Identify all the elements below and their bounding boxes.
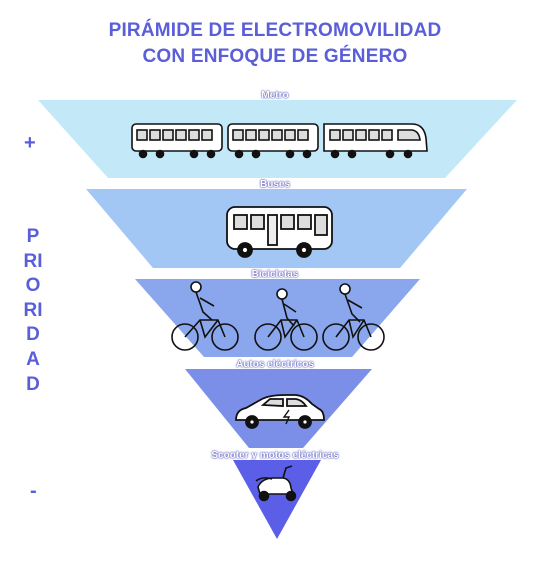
level-label-scooter: Scooter y motos eléctricas <box>211 450 339 461</box>
level-label-bicicletas: Bicicletas <box>251 269 299 280</box>
title-line-1: PIRÁMIDE DE ELECTROMOVILIDAD <box>108 20 442 41</box>
priority-axis-label: PRIORIDAD <box>23 226 43 395</box>
cyclist-icon <box>171 281 385 351</box>
train-icon <box>131 123 428 159</box>
priority-high-sign: + <box>24 132 36 154</box>
scooter-icon <box>255 465 297 502</box>
priority-low-sign: - <box>30 480 37 502</box>
electric-car-icon <box>235 394 325 429</box>
level-label-buses: Buses <box>259 179 290 190</box>
level-label-autos: Autos eléctricos <box>236 359 314 370</box>
title-line-2: CON ENFOQUE DE GÉNERO <box>142 46 408 67</box>
level-label-metro: Metro <box>261 90 289 101</box>
level-scooter-band <box>233 460 321 539</box>
bus-icon <box>226 206 333 258</box>
